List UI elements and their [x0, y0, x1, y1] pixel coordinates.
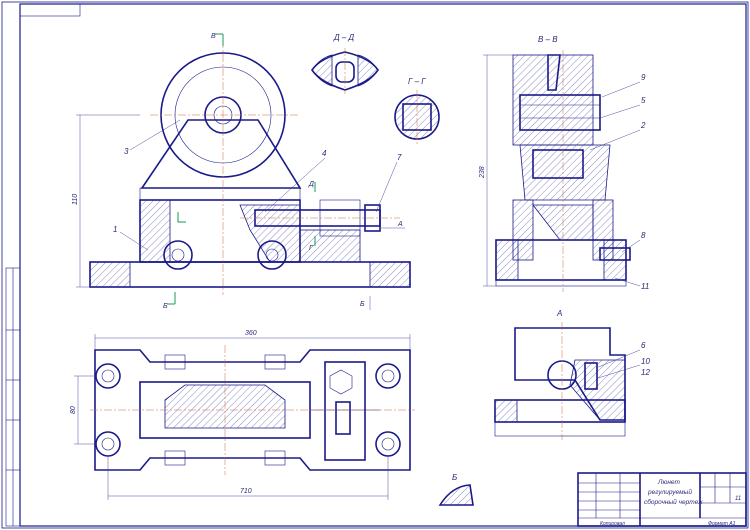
- title-footer-copied: Копировал: [600, 521, 625, 527]
- title-format: Формат А1: [708, 521, 736, 527]
- title-sheet-number: 11: [735, 496, 741, 502]
- section-g-g: [394, 90, 440, 144]
- balloon-5: 5: [641, 96, 646, 105]
- view-a: [494, 322, 641, 440]
- cut-markers: В Б Д Г А Б: [163, 33, 403, 310]
- balloon-3: 3: [124, 147, 129, 156]
- view-a-title: А: [556, 309, 562, 318]
- balloon-10: 10: [641, 357, 650, 366]
- balloon-8: 8: [641, 231, 646, 240]
- title-name-line1: Люнет: [657, 479, 680, 486]
- balloon-12: 12: [641, 368, 650, 377]
- front-view: [76, 33, 411, 310]
- cut-marker-d: Д: [308, 181, 314, 188]
- plan-view: [74, 334, 415, 500]
- dim-plan-height: 80: [70, 406, 77, 414]
- section-d-d: [311, 48, 379, 94]
- section-v-title: В – В: [538, 35, 558, 44]
- balloon-4: 4: [322, 149, 327, 158]
- balloon-6: 6: [641, 341, 646, 350]
- view-titles: В – В Д – Д Г – Г А Б: [333, 33, 562, 482]
- dim-front-height: 110: [72, 194, 79, 205]
- title-block-text: Люнет регулируемый сборочный чертеж 11 К…: [600, 479, 741, 527]
- dim-plan-width-top: 360: [245, 330, 257, 337]
- section-g-title: Г – Г: [408, 77, 426, 86]
- dim-plan-width-bottom: 710: [240, 488, 252, 495]
- arrow-marker-b: Б: [360, 301, 365, 308]
- dim-side-height: 238: [479, 166, 486, 179]
- dimension-labels: 110 238 360 710 80: [70, 166, 486, 495]
- balloon-7: 7: [397, 153, 402, 162]
- cut-marker-b-bottom: Б: [163, 303, 168, 310]
- view-b-detail: [438, 484, 474, 506]
- balloon-1: 1: [113, 225, 117, 234]
- part-balloons: 3 1 4 7 9 5 2 8 11 6 10 12: [113, 73, 650, 377]
- balloon-9: 9: [641, 73, 646, 82]
- balloon-11: 11: [641, 282, 649, 291]
- balloon-2: 2: [640, 121, 646, 130]
- section-v-v: [483, 50, 641, 292]
- section-d-title: Д – Д: [333, 33, 355, 42]
- cut-marker-v-top: В: [211, 33, 216, 40]
- title-name-line3: сборочный чертеж: [644, 498, 703, 506]
- title-block: [577, 472, 747, 527]
- arrow-marker-a: А: [397, 221, 403, 228]
- cut-marker-g: Г: [309, 245, 314, 252]
- view-b-title: Б: [452, 473, 457, 482]
- title-name-line2: регулируемый: [647, 488, 692, 496]
